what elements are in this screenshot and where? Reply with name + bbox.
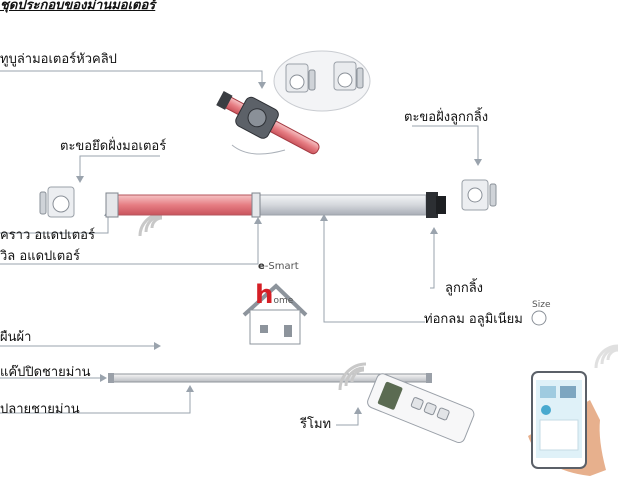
label-roller: ลูกกลิ้ง (445, 281, 484, 296)
label-fabric: ผืนผ้า (0, 330, 32, 345)
tilted-motor-icon (216, 90, 320, 155)
smartphone-icon (528, 371, 606, 476)
esmart-e: e (258, 261, 265, 272)
esmart-text: -Smart (264, 261, 299, 272)
roller-bracket-icon (461, 179, 497, 211)
clip-bracket-icon (285, 61, 364, 93)
label-crown-adapter: คราว อแดปเตอร์ (0, 228, 95, 243)
leader-lines (0, 70, 482, 426)
remote-icon (367, 373, 475, 444)
phone-signal-icon (594, 344, 619, 369)
home-logo-text: home (255, 282, 294, 308)
home-h: h (255, 280, 274, 310)
label-bottom-clip: แค๊ปปิดชายม่าน (0, 365, 91, 380)
home-logo (242, 283, 308, 345)
label-alu-tube: ท่อกลม อลูมิเนียม (424, 312, 523, 327)
label-remote: รีโมท (300, 417, 332, 432)
label-roller-bracket: ตะขอฝั่งลูกกลิ้ง (404, 110, 489, 125)
remote-signal-icon (338, 362, 367, 391)
label-motor-bracket: ตะขอยึดฝั่งมอเตอร์ (60, 139, 167, 154)
label-wheel-adapter: วิล อแดปเตอร์ (0, 249, 80, 264)
label-motor-tube-clip: ทูบูล่ามอเตอร์หัวคลิป (0, 52, 117, 67)
alu-tube-icon (531, 310, 547, 326)
motor-bracket-icon (39, 186, 75, 218)
label-bottom-end: ปลายชายม่าน (0, 402, 80, 417)
esmart-brand: e-Smart (258, 260, 299, 274)
page-title: ชุดประกอบของม่านมอเตอร์ (0, 0, 156, 13)
wifi-signal-icon (138, 212, 163, 237)
label-size: Size (532, 300, 551, 310)
main-tube (105, 192, 446, 218)
home-ome: ome (273, 296, 294, 306)
